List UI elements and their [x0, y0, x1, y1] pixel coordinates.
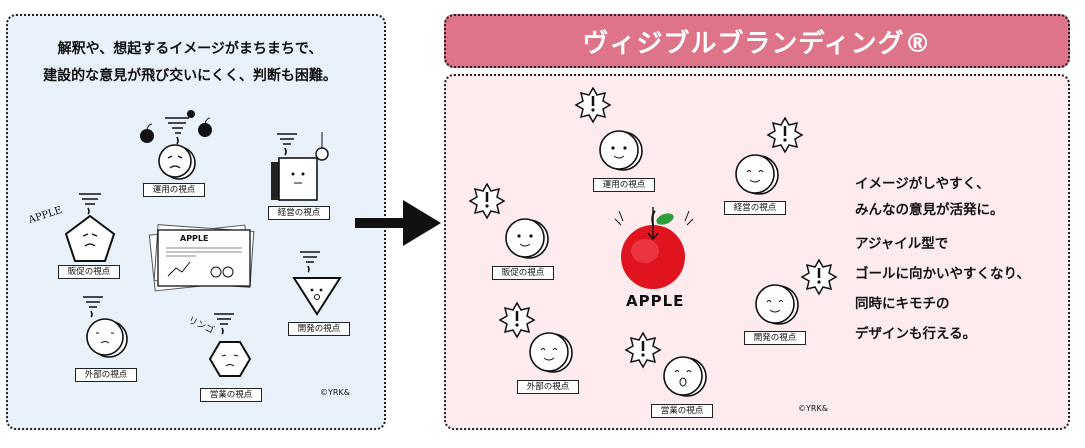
left-copyright: ©YRK& [320, 388, 350, 397]
exclamation-burst-icon [498, 301, 536, 339]
label-operations: 運用の視点 [593, 178, 655, 192]
document-title: APPLE [180, 234, 209, 243]
confused-pentagon-icon [64, 193, 116, 262]
apple-icon [614, 207, 694, 289]
label-sales: 営業の視点 [651, 404, 713, 418]
label-sales-promo: 販促の視点 [492, 266, 554, 280]
right-message-line-6: デザインも行える。 [855, 326, 977, 342]
surprised-coin-icon [663, 356, 707, 397]
exclamation-burst-icon [574, 86, 612, 124]
label-management: 経営の視点 [268, 206, 330, 220]
right-message-line-1: イメージがしやすく、 [855, 176, 990, 192]
exclamation-burst-icon [766, 116, 804, 154]
confused-box-icon [271, 132, 329, 201]
right-message-line-2: みんなの意見が活発に。 [855, 202, 1004, 218]
banner-title: ヴィジブルブランディング® [582, 28, 932, 59]
left-message-line-1: 解釈や、想起するイメージがまちまちで、 [57, 41, 323, 57]
right-message-line-4: ゴールに向かいやすくなり、 [855, 266, 1030, 282]
happy-coin-icon [505, 218, 549, 259]
right-copyright: ©YRK& [798, 404, 828, 413]
label-development: 開発の視点 [288, 322, 350, 336]
label-sales-promo: 販促の視点 [58, 265, 120, 279]
apple-document-icon [148, 224, 255, 292]
happy-coin-icon [735, 154, 779, 195]
left-panel [6, 14, 386, 430]
exclamation-burst-icon [624, 331, 662, 369]
arrow-right-icon [355, 200, 441, 246]
label-external: 外部の視点 [517, 380, 579, 394]
confused-hexagon-icon [208, 313, 252, 377]
apple-caption: APPLE [626, 292, 685, 310]
label-operations: 運用の視点 [143, 183, 205, 197]
label-management: 経営の視点 [724, 201, 786, 215]
label-external: 外部の視点 [75, 368, 137, 382]
right-message-line-3: アジャイル型で [855, 236, 949, 252]
title-banner: ヴィジブルブランディング® [444, 14, 1070, 68]
label-development: 開発の視点 [744, 331, 806, 345]
confused-circle-icon [83, 296, 128, 358]
exclamation-burst-icon [468, 182, 506, 220]
happy-coin-icon [599, 130, 643, 171]
label-sales: 営業の視点 [200, 388, 262, 402]
happy-coin-icon [755, 284, 799, 325]
happy-coin-icon [529, 332, 573, 373]
confused-coin-icon [140, 110, 212, 180]
exclamation-burst-icon [800, 258, 838, 296]
right-message-line-5: 同時にキモチの [855, 296, 950, 312]
confused-triangle-icon [292, 251, 342, 316]
left-message-line-2: 建設的な意見が飛び交いにくく、判断も困難。 [43, 68, 337, 84]
